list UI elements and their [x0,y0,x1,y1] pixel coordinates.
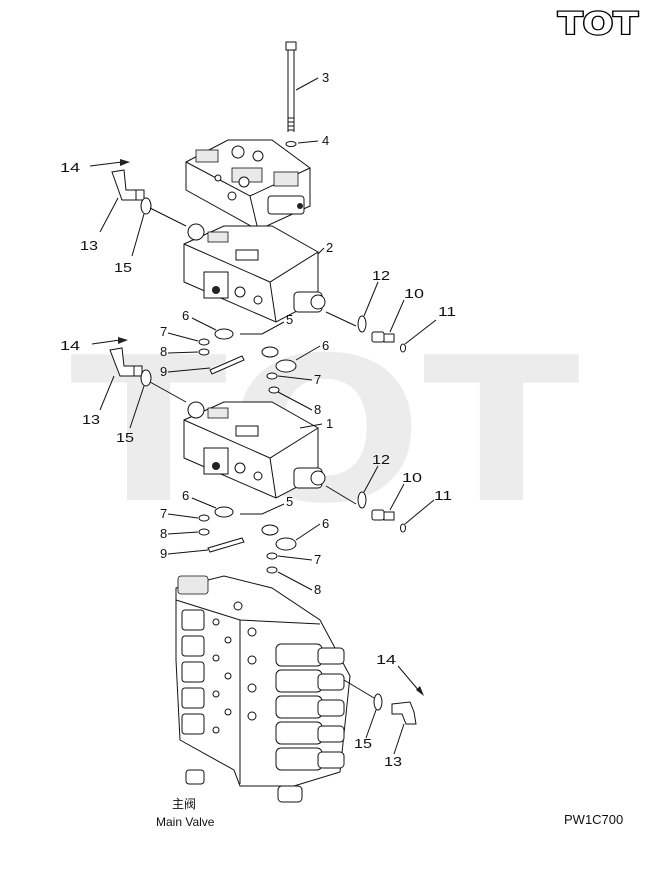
callout-15-middle: 15 [116,430,134,445]
callout-14-middle: 14 [60,338,80,353]
callout-14-top: 14 [60,160,80,175]
main-valve-assembly [175,575,351,803]
callout-8-upper-left: 8 [160,344,167,359]
callout-5-lower: 5 [286,494,293,509]
callout-6-upper-right: 6 [322,338,329,353]
plug-part-10-lower [371,509,395,521]
seal-group-upper [198,328,297,394]
seal-group-lower [198,506,297,574]
callout-1: 1 [326,416,333,431]
callout-5-upper: 5 [286,312,293,327]
brand-logo: TOT [557,6,640,43]
figure-code: PW1C700 [564,812,623,827]
brand-logo-text: TOT [558,7,639,42]
callout-7-lower-right: 7 [314,552,321,567]
callout-6-lower-left: 6 [182,488,189,503]
callout-9-lower: 9 [160,546,167,561]
callout-6-upper-left: 6 [182,308,189,323]
callout-7-upper-right: 7 [314,372,321,387]
plug-part-10-upper [371,331,395,343]
callout-7-upper-left: 7 [160,324,167,339]
callout-13-lower: 13 [384,754,402,769]
elbow-part-13-middle [109,347,143,377]
watermark-text: TOT [70,315,580,548]
main-valve-spool-caps [275,643,345,771]
callout-8-upper-right: 8 [314,402,321,417]
callout-12-upper: 12 [372,268,390,283]
caption-chinese: 主阀 [172,797,196,811]
callout-8-lower-left: 8 [160,526,167,541]
callout-2: 2 [326,240,333,255]
caption-english: Main Valve [156,815,215,829]
bolt-part-3 [285,41,297,132]
callout-8-lower-right: 8 [314,582,321,597]
main-valve-port-column-left [181,609,205,735]
callout-11-upper: 11 [438,304,456,319]
top-valve-block [185,139,311,231]
main-valve-holes [212,601,257,734]
elbow-part-13-lower [391,701,417,725]
callout-13-top: 13 [80,238,98,253]
callout-14-lower: 14 [376,652,396,667]
valve-section-1 [183,401,326,499]
callout-12-lower: 12 [372,452,390,467]
washer-part-4 [285,141,297,147]
valve-section-2 [183,223,326,323]
callout-10-upper: 10 [404,286,424,301]
callout-4: 4 [322,133,329,148]
callout-9-upper: 9 [160,364,167,379]
callout-15-lower: 15 [354,736,372,751]
callout-6-lower-right: 6 [322,516,329,531]
callout-15-top: 15 [114,260,132,275]
callout-7-lower-left: 7 [160,506,167,521]
elbow-part-13-top [111,169,145,201]
callout-10-lower: 10 [402,470,422,485]
watermark: TOT [70,315,580,548]
callout-3: 3 [322,70,329,85]
callout-13-middle: 13 [82,412,100,427]
callout-11-lower: 11 [434,488,452,503]
